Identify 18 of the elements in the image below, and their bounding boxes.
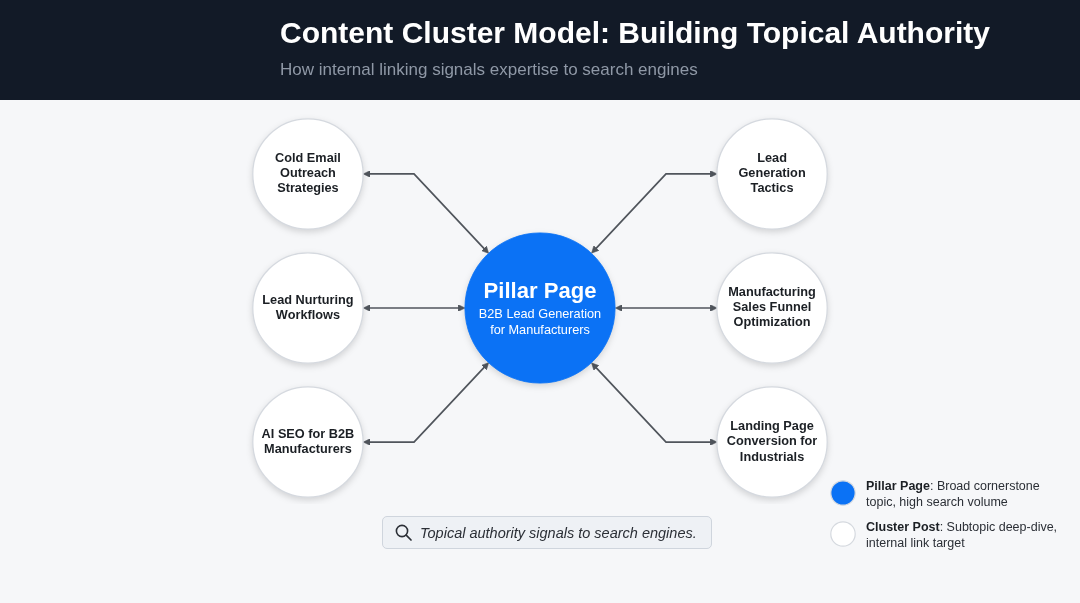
topic-circle: Landing Page Conversion for Industrials [716, 386, 828, 498]
legend-text: Pillar Page: Broad cornerstone topic, high search volume [866, 478, 1041, 511]
double-headed-arrow [591, 362, 718, 446]
topic-circle: Manufacturing Sales Funnel Optimization [716, 252, 828, 364]
double-headed-arrow [591, 170, 718, 254]
topic-circle: Lead Generation Tactics [716, 118, 828, 230]
topic-circle: Lead Nurturing Workflows [252, 252, 364, 364]
double-headed-arrow [363, 362, 489, 446]
double-headed-arrow [363, 170, 489, 254]
topic-circle: AI SEO for B2B Manufacturers [252, 386, 364, 498]
double-headed-arrow [363, 304, 466, 312]
pillar-circle: Pillar Page B2B Lead Generation for Manufacturers [464, 232, 616, 384]
double-headed-arrow [615, 304, 718, 312]
title: Content Cluster Model: Building Topical Authority [280, 16, 990, 50]
caption-text: Topical authority signals to search engines. [420, 524, 697, 541]
subtitle: How internal linking signals expertise to search engines [280, 60, 698, 80]
legend-text: Cluster Post: Subtopic deep-dive, internal link target [866, 518, 1059, 551]
topic-circle: Cold Email Outreach Strategies [252, 118, 364, 230]
